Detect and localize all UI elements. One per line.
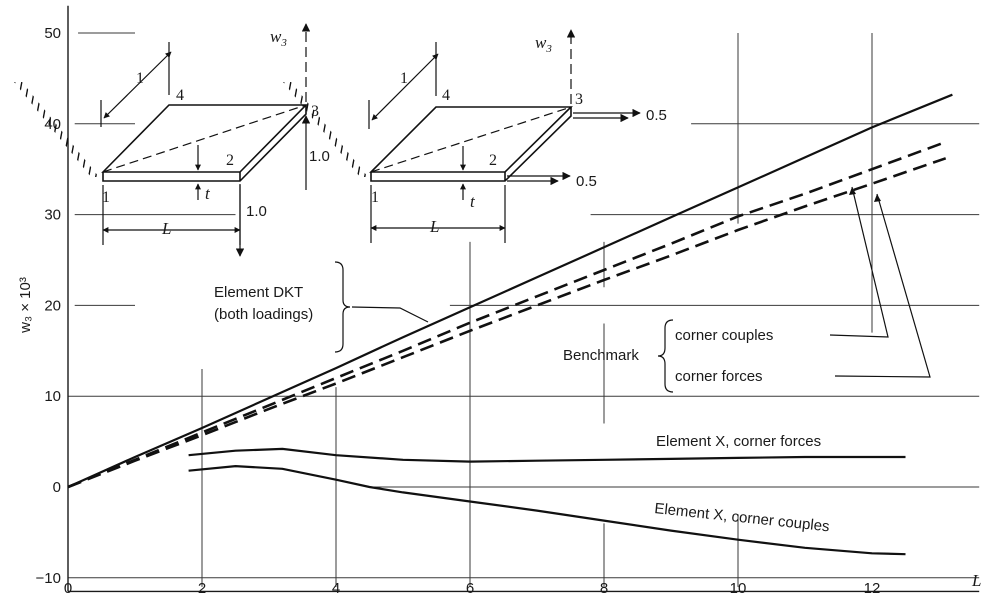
inset-left-one: 1	[136, 70, 144, 87]
inset-left-diagonal	[102, 104, 307, 173]
annotation-dkt-line2: (both loadings)	[214, 306, 313, 323]
annotation-corner-forces: corner forces	[675, 368, 763, 385]
annotation-benchmark-label: Benchmark	[563, 347, 639, 364]
inset-left-diagram: t L 1 1 2 3 4 w3 1.0 1.0	[14, 23, 330, 257]
series-line-4	[188, 447, 906, 463]
inset-right-width-ext	[370, 185, 506, 243]
inset-right-diagonal	[370, 106, 572, 173]
inset-left-plate-edge	[102, 105, 307, 182]
y-tick-label: −10	[36, 570, 61, 587]
benchmark-brace	[657, 319, 674, 393]
annotation-dkt: Element DKT (both loadings)	[214, 261, 429, 353]
inset-left-n3: 3	[311, 103, 319, 120]
y-tick-label: 50	[44, 25, 61, 42]
inset-right-n2: 2	[489, 152, 497, 169]
inset-right-hatch	[283, 82, 368, 177]
x-tick-label: 6	[466, 580, 474, 597]
annotation-x-corner-couples: Element X, corner couples	[654, 500, 831, 535]
grid-layer	[68, 32, 980, 587]
inset-right-n1: 1	[371, 189, 379, 206]
y-tick-label: 30	[44, 207, 61, 224]
inset-right-n3: 3	[575, 91, 583, 108]
inset-right-L: L	[429, 217, 439, 236]
annotation-corner-couples: corner couples	[675, 327, 773, 344]
inset-right-couple-mid-label: 0.5	[576, 173, 597, 190]
inset-left-hatch	[14, 82, 99, 177]
inset-left-depth-dim	[103, 51, 172, 119]
x-tick-label: 2	[198, 580, 206, 597]
x-tick-label: 4	[332, 580, 340, 597]
y-tick-label: 20	[44, 297, 61, 314]
annotation-x-corner-forces: Element X, corner forces	[656, 433, 821, 450]
inset-right-thick: t	[470, 192, 476, 211]
x-tick-label: 10	[730, 580, 747, 597]
series-line-1	[67, 93, 953, 489]
x-tick-label: 12	[864, 580, 881, 597]
inset-right-one: 1	[400, 70, 408, 87]
inset-right-w3: w3	[535, 33, 552, 55]
series-layer	[67, 93, 953, 556]
inset-right-diagram: t L 1 1 2 3 4 w3 0.5 0.5	[283, 29, 667, 243]
series-line-2	[67, 140, 947, 489]
inset-right-couple-top-label: 0.5	[646, 107, 667, 124]
inset-left-L: L	[161, 219, 171, 238]
x-tick-label: 8	[600, 580, 608, 597]
inset-left-load-up: 1.0	[309, 148, 330, 165]
inset-left-n2: 2	[226, 152, 234, 169]
y-tick-label: 10	[44, 388, 61, 405]
annotation-dkt-line1: Element DKT	[214, 284, 303, 301]
inset-left-n1: 1	[102, 189, 110, 206]
dkt-pointer	[351, 306, 429, 323]
inset-left-depth-ext	[100, 42, 170, 127]
inset-right-depth-ext	[368, 42, 437, 129]
inset-left-w3: w3	[270, 27, 287, 49]
corner-couples-pointer	[829, 186, 889, 338]
inset-left-n4: 4	[176, 87, 184, 104]
inset-right-depth-dim	[371, 53, 439, 121]
inset-left-thick: t	[205, 184, 211, 203]
series-line-3	[67, 157, 947, 489]
x-tick-label: 0	[64, 580, 72, 597]
x-axis-label: L	[971, 571, 981, 590]
annotation-benchmark: Benchmark corner couples corner forces	[563, 186, 931, 393]
y-tick-label: 0	[53, 479, 61, 496]
inset-right-plate-edge	[370, 107, 572, 182]
inset-left-load-down: 1.0	[246, 203, 267, 220]
inset-right-n4: 4	[442, 87, 450, 104]
dkt-brace	[334, 261, 351, 353]
y-axis-label: w₃ × 10³	[17, 277, 34, 334]
corner-forces-pointer	[834, 193, 931, 378]
series-line-5	[188, 464, 906, 556]
